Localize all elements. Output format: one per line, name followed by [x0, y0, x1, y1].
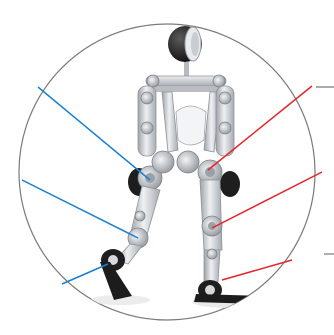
hip-joint-left	[152, 151, 174, 173]
hip-joint-right	[177, 151, 199, 173]
callout-extensions	[316, 87, 334, 254]
